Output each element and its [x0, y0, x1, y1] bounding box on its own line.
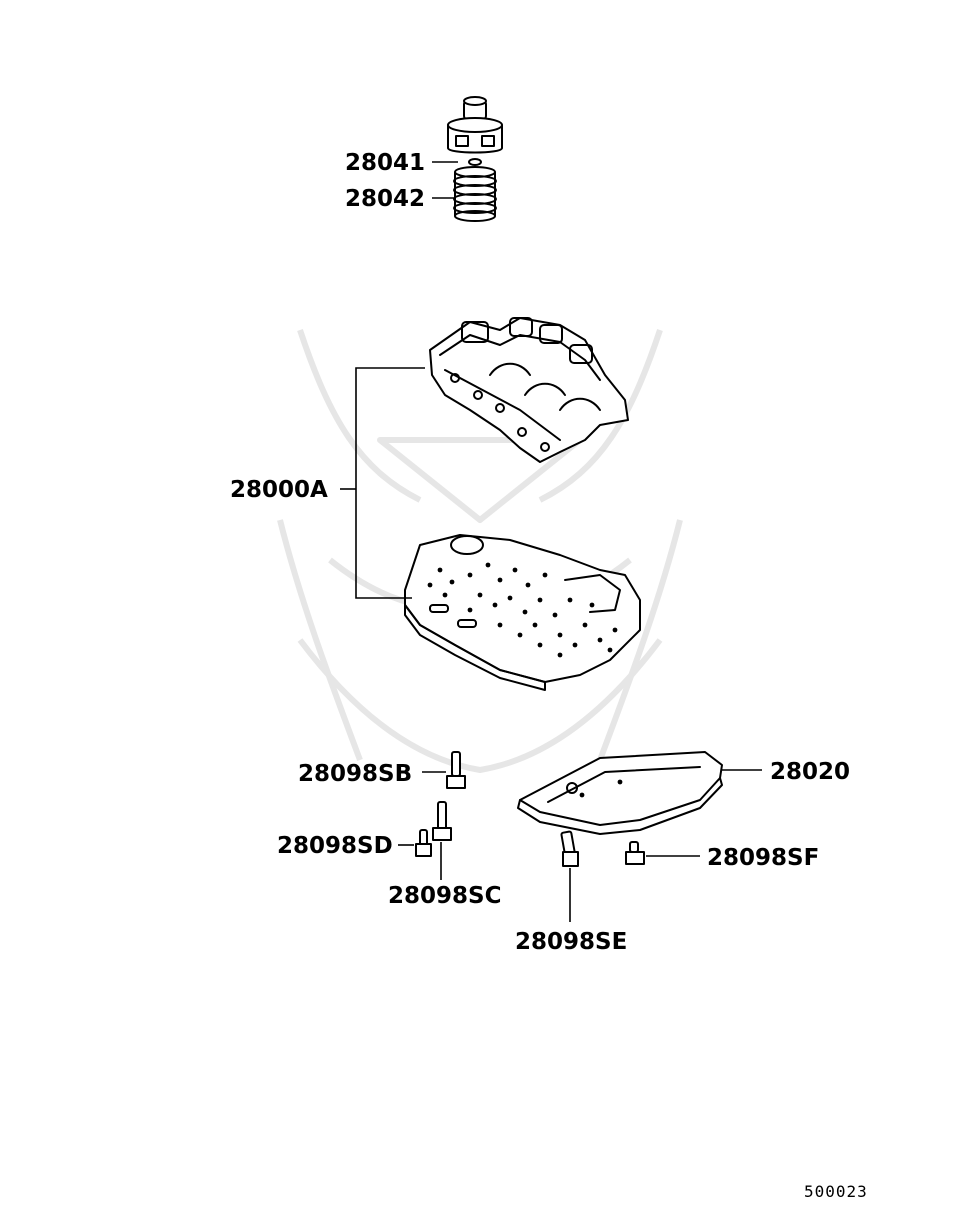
- part-28042-illustration: [453, 158, 497, 222]
- plate-holes: [427, 562, 618, 658]
- label-28098SC: 28098SC: [388, 883, 501, 909]
- diagram-code: 500023: [804, 1182, 868, 1201]
- label-28098SF: 28098SF: [707, 845, 819, 871]
- valve-body-illustration: [429, 317, 629, 463]
- label-28000A: 28000A: [230, 477, 328, 503]
- bolt-28098SB-illustration: [446, 751, 466, 789]
- bolt-28098SF-illustration: [625, 841, 645, 865]
- label-28020: 28020: [770, 759, 850, 785]
- bracket-28000A: [355, 367, 425, 599]
- label-28098SE: 28098SE: [515, 929, 627, 955]
- label-28098SB: 28098SB: [298, 761, 412, 787]
- label-28098SD: 28098SD: [277, 833, 393, 859]
- part-28041-illustration: [447, 96, 503, 154]
- label-28041: 28041: [345, 150, 425, 176]
- separator-plate-illustration: [404, 534, 641, 691]
- strainer-illustration: [517, 751, 723, 835]
- bolt-28098SC-illustration: [432, 801, 452, 841]
- label-28042: 28042: [345, 186, 425, 212]
- bolt-28098SD-illustration: [415, 829, 432, 857]
- bolt-28098SE-illustration: [560, 830, 579, 867]
